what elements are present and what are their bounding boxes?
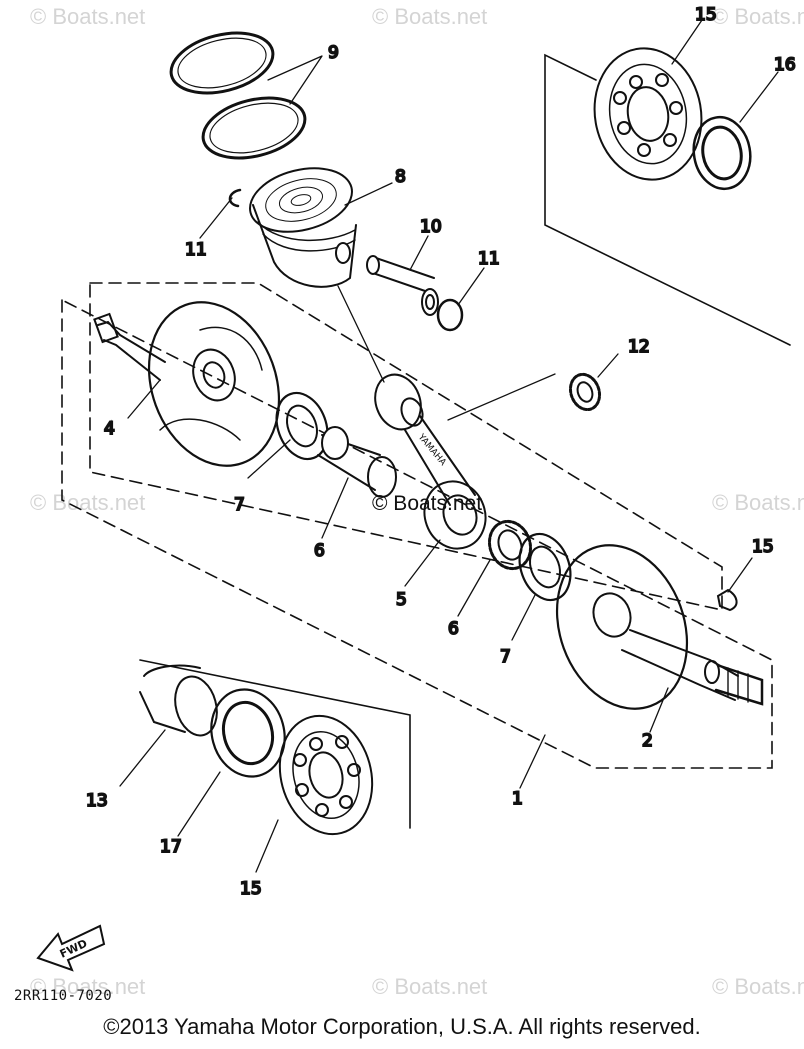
woodruff-key [716,588,738,612]
crank-wheel-right [555,544,764,710]
piston-rings [169,31,307,160]
callout-9: 9 [328,43,339,63]
diagram-code: 2RR110-7020 [14,988,113,1004]
callout-10: 10 [420,217,442,237]
callout-7-right: 7 [500,647,511,667]
callout-4: 5 [396,590,407,610]
callout-11-right: 11 [478,249,500,269]
watermark: © Boats.net [372,974,488,999]
needle-bearing-small-end [568,372,602,412]
callout-11: 11 [185,240,207,260]
circlip-left [228,188,242,208]
lower-bearing-bracket [139,659,411,829]
piston [249,167,357,288]
watermark: © Boats.net [30,974,146,999]
crank-assembly-box [89,282,723,611]
oil-seal-lower [210,688,286,778]
callout-8: 8 [395,167,406,187]
callout-6: 6 [314,541,325,561]
callout-5: 6 [448,619,459,639]
callout-1: 1 [512,789,523,809]
watermark: © Boats.net [30,4,146,29]
circlip-right [436,298,464,332]
thrust-washer-left [275,391,329,461]
spacer-collar [139,664,218,737]
watermark: © Boats.net [372,4,488,29]
bearing-upper [593,47,703,181]
callout-3: 4 [104,419,115,439]
callout-2: 2 [642,731,653,751]
callout-15-lower: 15 [240,879,262,899]
crank-pin [317,426,397,498]
crankshaft-outer-box [61,298,773,769]
bearing-lower [278,714,374,836]
upper-bearing-bracket [544,53,791,346]
fwd-arrow-icon: FWD [36,924,106,972]
callout-17: 17 [160,837,182,857]
oil-seal-upper [692,115,752,191]
callout-16: 16 [774,55,796,75]
crankshaft-piston-diagram: YAMAHA [36,4,797,972]
callout-13: 15 [752,537,774,557]
needle-bearing-big-end [487,519,533,571]
crank-wheel-left [93,301,281,467]
watermark: © Boats.net [712,4,804,29]
leader-lines [119,19,779,873]
connecting-rod: YAMAHA [374,373,487,550]
watermark: © Boats.net [712,974,804,999]
piston-pin [366,255,439,316]
copyright-footer: ©2013 Yamaha Motor Corporation, U.S.A. A… [103,1014,701,1039]
callout-14: 13 [86,791,108,811]
callout-7-left: 7 [234,495,245,515]
callout-15-upper: 15 [695,5,717,25]
watermark: © Boats.net [712,490,804,515]
watermark: © Boats.net [30,490,146,515]
callout-12: 12 [628,337,650,357]
watermark-center: © Boats.net [372,492,483,515]
